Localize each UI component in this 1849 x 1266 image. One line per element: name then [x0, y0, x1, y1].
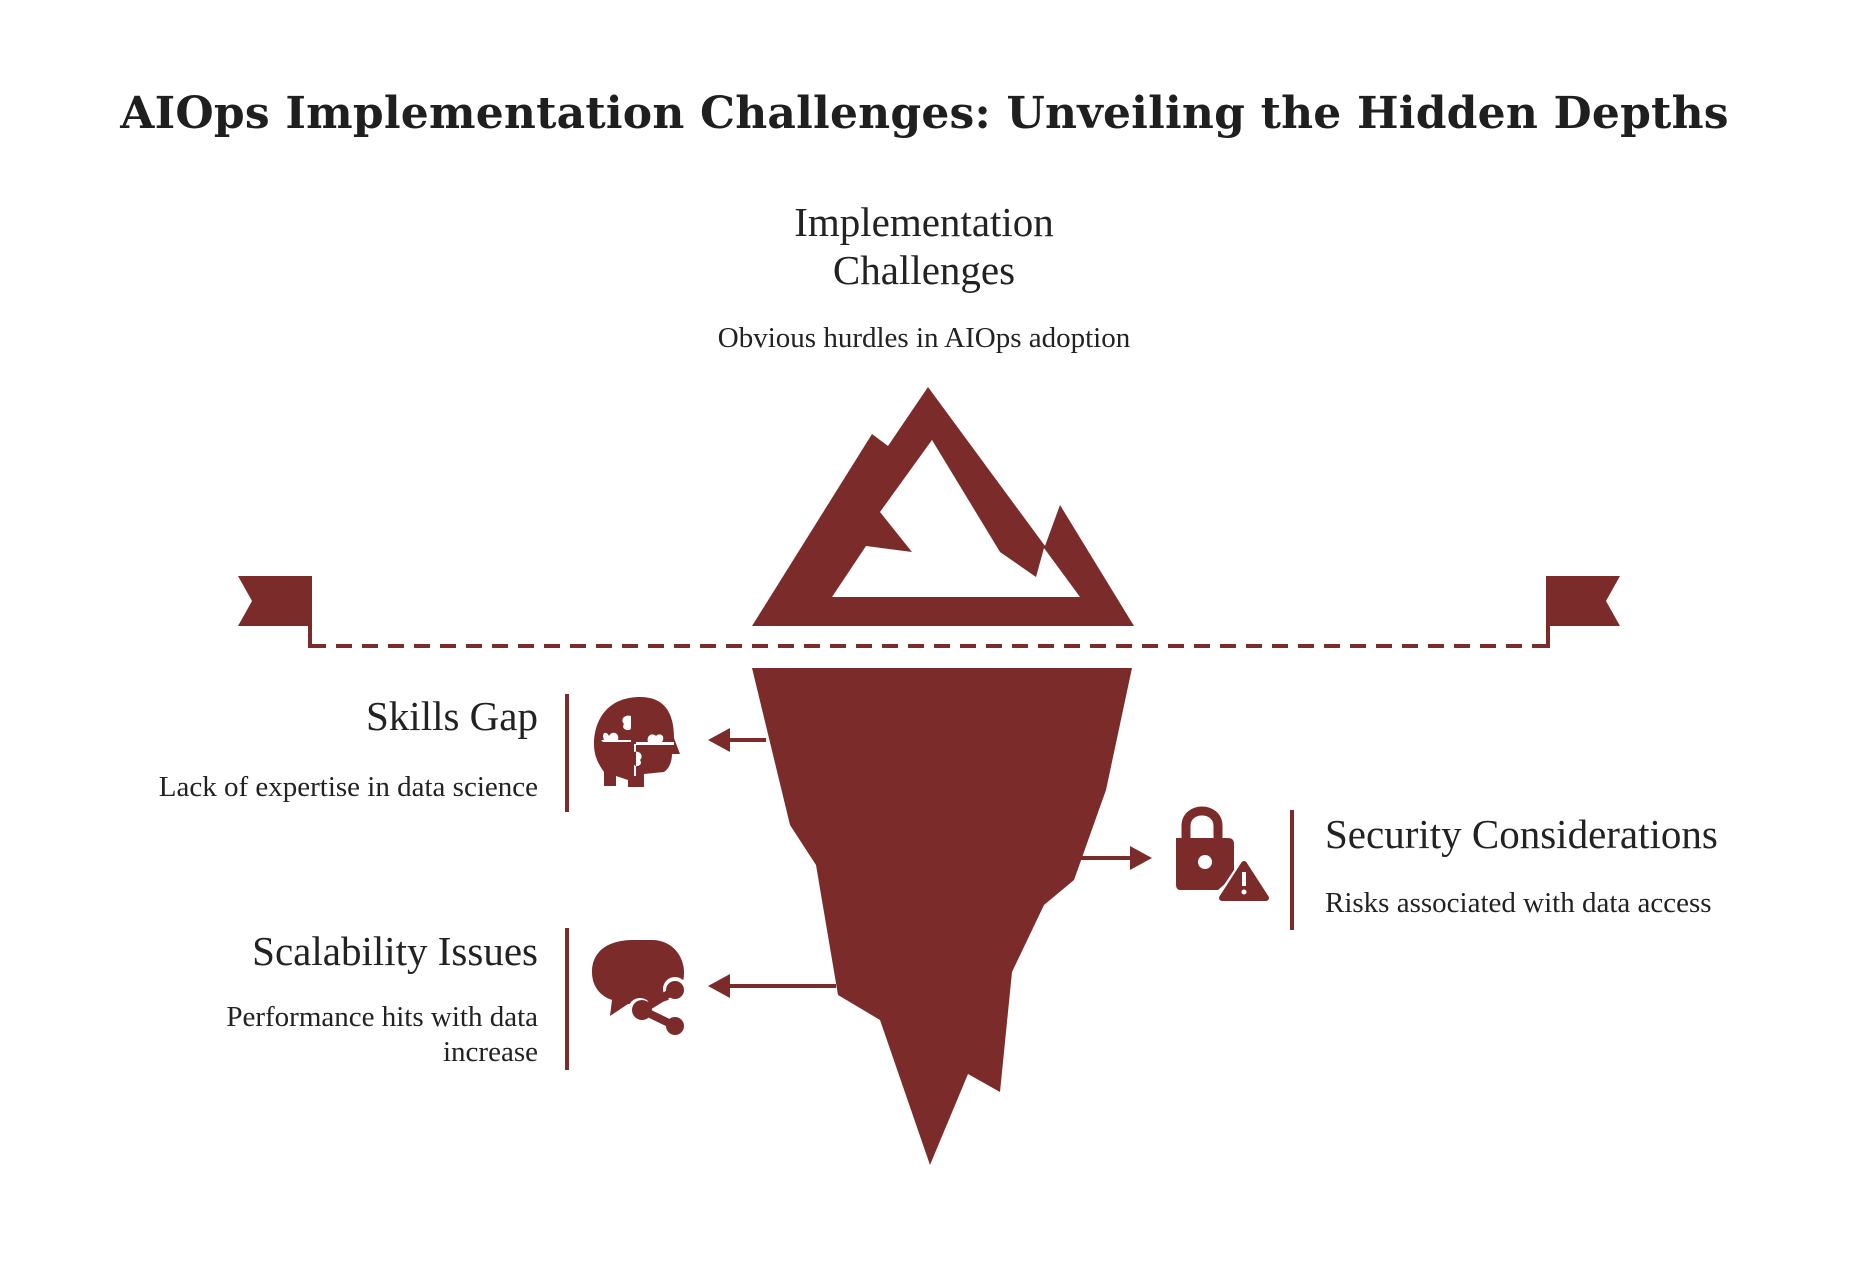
- security-considerations-description: Risks associated with data access: [1325, 887, 1712, 919]
- lock-warning-icon: [1176, 806, 1273, 905]
- arrow-to-scalability: [708, 974, 836, 998]
- scalability-issues-title: Scalability Issues: [252, 928, 538, 974]
- right-flag-icon: [1546, 576, 1620, 626]
- iceberg-underwater: [752, 668, 1132, 1165]
- iceberg-tip: [752, 387, 1134, 626]
- skills-gap-title: Skills Gap: [366, 693, 538, 739]
- left-flag-icon: [238, 576, 312, 626]
- iceberg-tip-description: Obvious hurdles in AIOps adoption: [717, 322, 1131, 354]
- skills-gap-description: Lack of expertise in data science: [158, 771, 538, 803]
- scalability-issues-description: Performance hits with data increase: [226, 1001, 538, 1068]
- arrow-to-security: [1080, 846, 1152, 870]
- head-puzzle-icon: [594, 697, 680, 787]
- arrow-to-skills-gap: [708, 728, 766, 752]
- chat-share-icon: [592, 940, 687, 1038]
- iceberg-tip-heading: Implementation Challenges: [794, 199, 1054, 293]
- page-title: AIOps Implementation Challenges: Unveili…: [120, 88, 1729, 139]
- security-considerations-title: Security Considerations: [1325, 811, 1718, 857]
